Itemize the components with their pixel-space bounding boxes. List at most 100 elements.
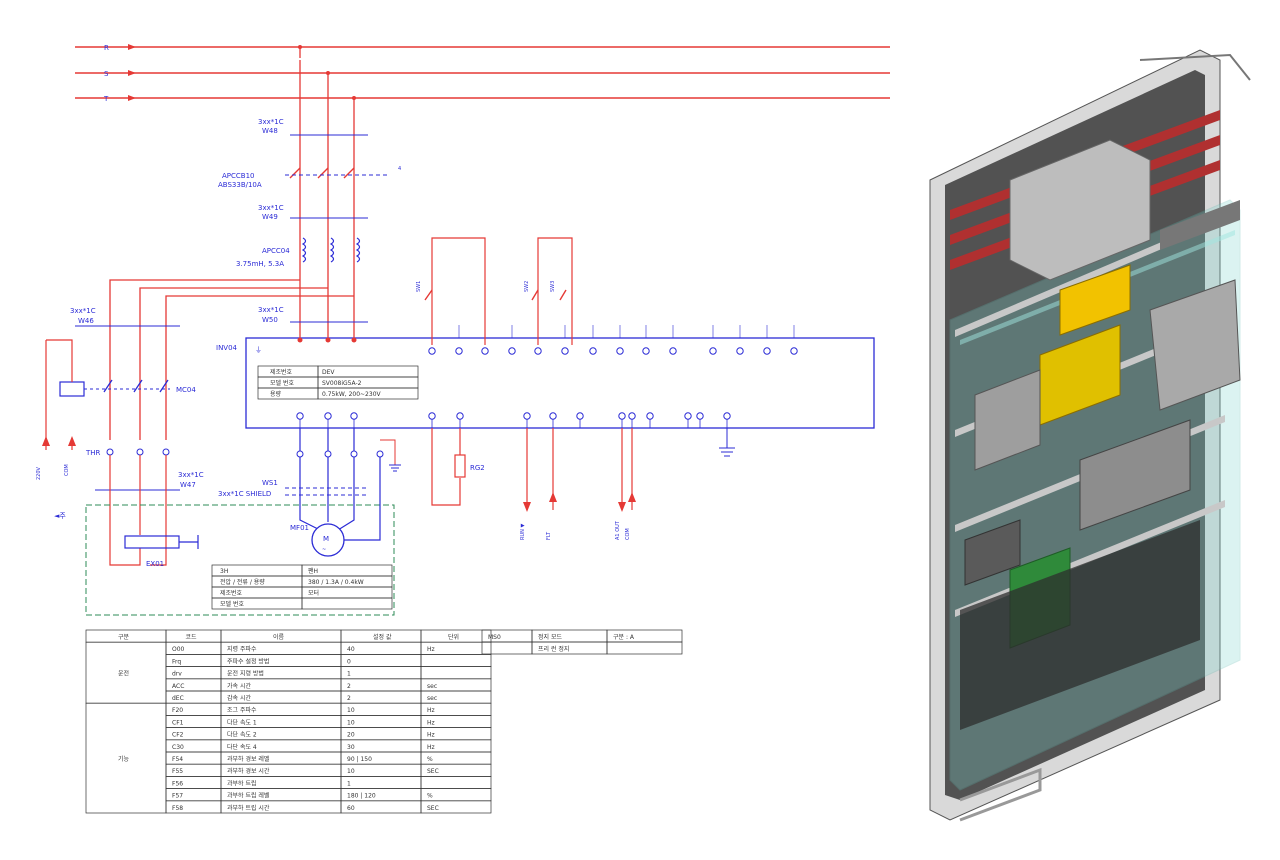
param-cell-value: Hz — [427, 744, 435, 751]
param-cell-value: F55 — [172, 768, 183, 775]
wire-marker-w49: 3xx*1C W49 — [258, 204, 368, 221]
param-cell-value: ACC — [172, 683, 184, 690]
svg-text:INV04: INV04 — [216, 344, 238, 352]
inverter-terminal — [350, 412, 358, 420]
inverter-table-key: 용량 — [270, 391, 282, 398]
param-cell-value: 다단 속도 2 — [227, 731, 257, 739]
inverter-terminal — [523, 412, 531, 420]
svg-text:COM: COM — [625, 528, 631, 540]
control-contacts: SW1 SW2 SW3 — [416, 237, 573, 345]
param-cell — [340, 678, 422, 692]
param-cell-value: dEC — [172, 695, 184, 702]
param-cell — [340, 666, 422, 680]
param-cell — [420, 800, 492, 814]
inverter-terminal — [481, 347, 489, 355]
inverter-terminal — [642, 347, 650, 355]
param-cell-value: C30 — [172, 744, 184, 751]
param-cell-value: F20 — [172, 707, 183, 714]
svg-text:THR: THR — [85, 449, 101, 457]
param-header-label: 단위 — [448, 633, 459, 641]
param-cell-value: F58 — [172, 805, 183, 812]
inverter-terminal — [684, 412, 692, 420]
svg-text:⏚: ⏚ — [255, 346, 262, 354]
inverter-terminal — [534, 347, 542, 355]
param-header-label: 이름 — [273, 633, 285, 641]
param-cell-value: 10 — [347, 768, 355, 775]
motor-mf01: M ~ MF01 WS1 3xx*1C SHIELD — [218, 428, 401, 557]
param-cell-value: 90 | 150 — [347, 756, 372, 763]
param-cell-value: 0 — [347, 658, 351, 665]
inverter-terminal — [709, 347, 717, 355]
inverter-terminal — [455, 347, 463, 355]
inverter-terminal — [589, 347, 597, 355]
param-cell — [420, 654, 492, 667]
param-cell-value: 2 — [347, 695, 351, 702]
param-group-label: 기능 — [118, 755, 130, 763]
left-supply-arrows: 220V COM ◄주 — [36, 436, 76, 520]
reactor-apcc04: APCC04 3.75mH, 5.3A — [236, 237, 361, 268]
param-cell-value: % — [427, 756, 433, 763]
param-cell-value: SEC — [427, 768, 439, 775]
inverter-terminal — [618, 412, 626, 420]
param-cell-value: 과부하 경보 레벨 — [227, 755, 270, 763]
param-cell-value: Hz — [427, 732, 435, 739]
param-cell — [420, 666, 492, 680]
inverter-terminal — [508, 347, 516, 355]
svg-text:APCCB10: APCCB10 — [222, 172, 255, 180]
param-cell-value: Hz — [427, 707, 435, 714]
motor-table-key: 3H — [220, 568, 228, 575]
phase-t-label: T — [103, 95, 109, 103]
svg-text:APCC04: APCC04 — [262, 247, 290, 255]
svg-text:~: ~ — [322, 547, 326, 553]
param-cell-value: drv — [172, 671, 182, 678]
svg-text:SW1: SW1 — [416, 281, 422, 292]
param-header-label: 설정 값 — [373, 633, 392, 641]
param-cell-value: 60 — [347, 805, 355, 812]
inverter-terminal — [456, 412, 464, 420]
inverter-top-terminals — [428, 325, 798, 355]
inverter-terminal — [428, 412, 436, 420]
motor-table-cell — [301, 597, 393, 610]
inverter-table-cell — [257, 387, 319, 400]
svg-text:COM: COM — [64, 464, 70, 476]
param-cell-value: Hz — [427, 719, 435, 726]
inverter-terminal — [576, 412, 584, 420]
motor-table-value: 380 / 1.3A / 0.4kW — [308, 579, 364, 586]
wire-marker-w50: 3xx*1C W50 — [258, 306, 368, 324]
param-cell-value: CF2 — [172, 732, 184, 739]
inverter-table-value: DEV — [322, 369, 335, 376]
param-cell-value: 20 — [347, 732, 355, 739]
inverter-inv04: INV04 ⏚ — [216, 337, 875, 429]
stop-mode-value: 정지 모드 — [538, 633, 562, 641]
param-cell-value: 가속 시간 — [227, 682, 251, 690]
three-phase-bus: R S T — [75, 44, 890, 103]
svg-text:EX01: EX01 — [146, 560, 164, 568]
param-cell — [340, 776, 422, 789]
param-cell-value: 과부하 경보 시간 — [227, 767, 270, 775]
svg-text:3xx*1C: 3xx*1C — [258, 306, 284, 314]
inverter-terminal — [324, 412, 332, 420]
inverter-terminal — [790, 347, 798, 355]
param-cell-value: 운전 지령 방법 — [227, 670, 264, 678]
inverter-terminal — [561, 347, 569, 355]
svg-text:MF01: MF01 — [290, 524, 309, 532]
param-cell-value: sec — [427, 695, 437, 702]
svg-text:W46: W46 — [78, 317, 94, 325]
svg-text:FLT: FLT — [546, 531, 552, 540]
param-header-label: 구분 — [118, 634, 130, 641]
svg-text:ABS33B/10A: ABS33B/10A — [218, 181, 262, 189]
motor-table-key: 제조번호 — [220, 589, 243, 597]
inverter-terminal — [723, 412, 731, 420]
param-cell-value: 30 — [347, 744, 355, 751]
param-cell-value: O00 — [172, 646, 185, 653]
inverter-terminal — [669, 347, 677, 355]
svg-text:3xx*1C SHIELD: 3xx*1C SHIELD — [218, 490, 271, 498]
param-cell-value: 과부하 트립 — [227, 779, 257, 787]
svg-text:MC04: MC04 — [176, 386, 196, 394]
inverter-input-lines — [297, 337, 357, 343]
svg-text:W49: W49 — [262, 213, 278, 221]
svg-text:3xx*1C: 3xx*1C — [178, 471, 204, 479]
svg-text:WS1: WS1 — [262, 479, 278, 487]
contactor-mc04: MC04 THR — [45, 339, 196, 457]
